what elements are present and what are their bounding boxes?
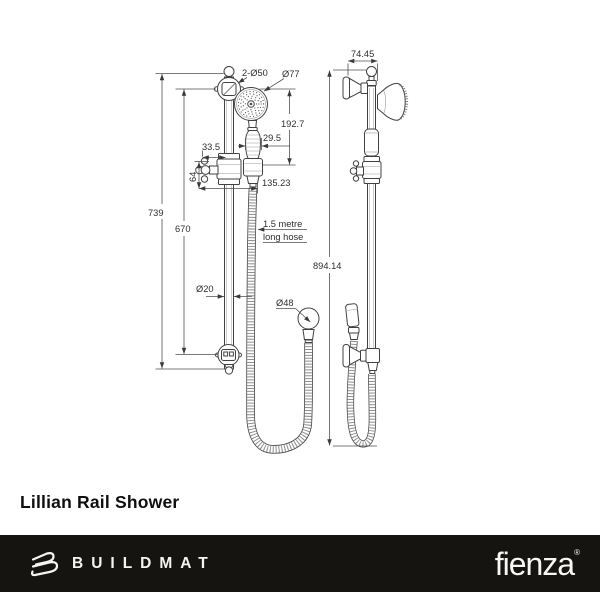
dim-rail-diameter: Ø20	[196, 284, 252, 299]
rail-front	[223, 66, 235, 370]
product-title: Lillian Rail Shower	[20, 492, 180, 512]
rail-sleeve-side	[364, 128, 379, 157]
hose-note-line1: 1.5 metre	[263, 219, 302, 229]
dimension-label-handle-diameter: 29.5	[263, 133, 281, 143]
rail-top-finial-side	[366, 66, 377, 77]
fienza-logo: fienza®	[495, 548, 580, 580]
hose-side	[346, 340, 377, 448]
dimension-label-bracket-spacing: 670	[175, 224, 191, 234]
dim-outlet-offset: 135.23	[199, 178, 290, 194]
dim-wall-projection: 74.45	[347, 49, 378, 81]
dim-outlet-diameter: Ø48	[276, 298, 311, 323]
rail-bottom-finial	[224, 366, 234, 375]
top-wall-flange	[342, 76, 368, 100]
technical-drawing: 739 670 192.7 29.5 33.5	[148, 49, 409, 454]
dim-head-diameter: Ø77	[263, 69, 300, 92]
dimension-label-rail-diameter: Ø20	[196, 284, 214, 294]
handle-side	[345, 303, 360, 340]
dim-bracket-spacing: 670	[175, 88, 296, 355]
hand-shower-head	[234, 87, 268, 121]
dim-slider-height: 64	[188, 161, 209, 189]
fienza-logo-text: fienza	[494, 545, 575, 582]
dim-handle-diameter: 29.5	[238, 133, 290, 150]
buildmat-logo-icon	[30, 551, 59, 576]
dimension-label-outlet-offset: 135.23	[262, 178, 290, 188]
dim-rail-length: 739	[148, 73, 225, 370]
dimension-label-outlet-diameter: Ø48	[276, 298, 294, 308]
dim-overall-height: 894.14	[313, 69, 377, 447]
dimension-label-head-to-slider: 192.7	[281, 119, 304, 129]
dimension-label-slider-height: 64	[188, 172, 198, 182]
dimension-label-top-brackets: 2-Ø50	[242, 68, 268, 78]
side-view	[342, 66, 409, 448]
hand-shower-handle	[243, 120, 263, 188]
bottom-bracket	[215, 344, 242, 375]
slider-bracket	[195, 153, 242, 185]
dim-head-to-slider: 192.7	[263, 90, 304, 166]
hose-note-line2: long hose	[263, 232, 303, 242]
handle-holder	[243, 158, 263, 177]
dimension-label-wall-projection: 74.45	[351, 49, 374, 59]
rail-top-finial	[223, 66, 235, 77]
buildmat-logo-text: BUILDMAT	[72, 554, 216, 572]
wall-outlet-side	[342, 344, 380, 374]
front-view	[195, 66, 320, 454]
hand-shower-head-side	[377, 82, 409, 121]
slider-bracket-side	[349, 156, 382, 184]
dim-top-brackets: 2-Ø50	[237, 68, 268, 84]
shower-hose	[246, 187, 313, 454]
dimension-label-head-diameter: Ø77	[282, 69, 300, 79]
buildmat-logo: BUILDMAT	[26, 549, 216, 579]
dimension-label-rail-length: 739	[148, 208, 164, 218]
footer-bar: BUILDMAT fienza®	[0, 535, 600, 592]
dim-slider-offset: 33.5	[202, 142, 226, 160]
registered-mark: ®	[574, 547, 580, 557]
rail-side	[366, 66, 377, 353]
dimension-label-overall-height: 894.14	[313, 261, 341, 271]
dimensions: 739 670 192.7 29.5 33.5	[148, 49, 378, 447]
dimension-label-slider-offset: 33.5	[202, 142, 220, 152]
note-hose-length: 1.5 metre long hose	[258, 219, 307, 243]
